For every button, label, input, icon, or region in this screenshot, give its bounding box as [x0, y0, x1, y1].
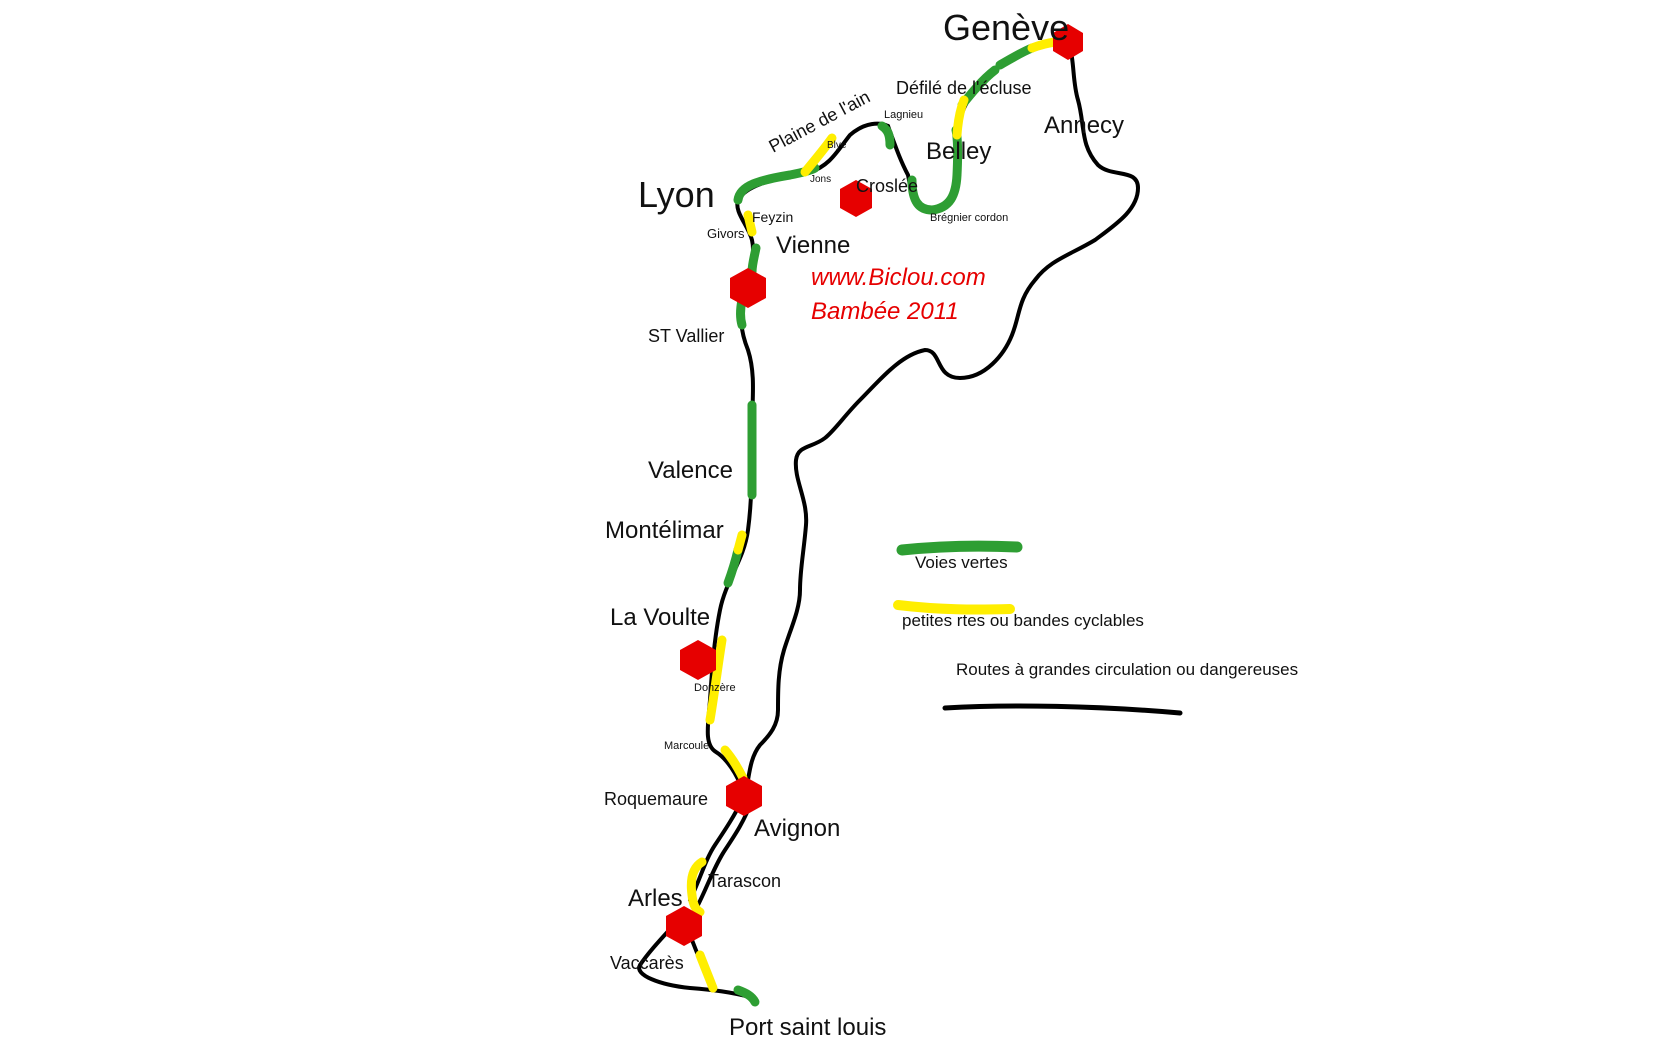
stop-marker-geneve	[1053, 24, 1083, 60]
site-subtitle: Bambée 2011	[811, 298, 959, 325]
label-lyon: Lyon	[638, 174, 715, 215]
cyclelane-arles-south	[695, 950, 718, 993]
label-avignon: Avignon	[754, 815, 840, 842]
stop-marker-vienne	[730, 268, 766, 308]
cyclelane-montelimar	[733, 530, 747, 555]
label-bregnier-cordon: Brégnier cordon	[930, 212, 1008, 224]
legend-swatch-main-road	[942, 703, 1183, 716]
stop-marker-roquemaure	[726, 776, 762, 816]
legend: Voies vertes petites rtes ou bandes cycl…	[893, 540, 1298, 716]
label-plaine-de-lain: Plaine de l'ain	[765, 87, 873, 157]
greenway-geneve	[995, 43, 1037, 70]
greenway-lagnieu	[877, 121, 895, 150]
site-url: www.Biclou.com	[811, 264, 986, 291]
greenway-port-saint-louis	[733, 985, 760, 1007]
label-donzere: Donzère	[694, 682, 736, 694]
label-croslee: Croslée	[856, 176, 918, 196]
cyclelane-belley	[952, 95, 969, 140]
site-watermark: www.Biclou.com Bambée 2011	[811, 264, 986, 325]
label-tarascon: Tarascon	[708, 871, 781, 891]
legend-label-small-roads: petites rtes ou bandes cyclables	[902, 611, 1144, 630]
route-camargue	[637, 916, 752, 999]
cyclelane-blye	[800, 133, 837, 177]
label-arles: Arles	[628, 885, 683, 912]
route-east-loop	[746, 40, 1140, 782]
route-avignon-tarascon-a	[688, 798, 744, 902]
label-roquemaure: Roquemaure	[604, 789, 708, 809]
label-valence: Valence	[648, 457, 733, 484]
label-annecy: Annecy	[1044, 112, 1124, 139]
legend-label-greenways: Voies vertes	[915, 553, 1008, 572]
label-marcoule: Marcoule	[664, 740, 709, 752]
cyclelane-feyzin	[743, 210, 757, 237]
label-feyzin: Feyzin	[752, 209, 793, 225]
label-la-voulte: La Voulte	[610, 604, 710, 631]
legend-swatch-cycle-lane	[893, 600, 1015, 615]
stop-marker-croslee	[840, 180, 872, 217]
label-jons: Jons	[810, 174, 831, 185]
label-belley: Belley	[926, 138, 991, 165]
label-st-vallier: ST Vallier	[648, 326, 724, 346]
label-geneve: Genève	[943, 7, 1069, 48]
legend-label-main-roads: Routes à grandes circulation ou dangereu…	[956, 660, 1298, 679]
cyclelane-donzere	[705, 635, 727, 725]
small-place-labels: Lagnieu Blye Jons Brégnier cordon Donzèr…	[664, 109, 1008, 752]
label-montelimar: Montélimar	[605, 517, 724, 544]
stop-marker-arles	[666, 906, 702, 946]
label-defile-de-lecluse: Défilé de l'écluse	[896, 78, 1032, 98]
stop-markers	[666, 24, 1083, 946]
cyclelane-marcoule	[720, 745, 748, 783]
greenway-belley-bregnier	[907, 125, 963, 215]
stop-marker-la-voulte	[680, 640, 716, 680]
greenway-montelimar	[723, 545, 743, 588]
cyclelane-tarascon	[686, 857, 707, 917]
city-labels: Genève Annecy Belley Lyon Vienne ST Vall…	[604, 7, 1124, 1041]
label-vienne: Vienne	[776, 232, 850, 259]
label-blye: Blye	[827, 140, 847, 151]
route-avignon-tarascon-b	[696, 798, 754, 907]
legend-swatch-greenway	[896, 540, 1023, 556]
label-givors: Givors	[707, 226, 745, 241]
label-lagnieu: Lagnieu	[884, 109, 923, 121]
label-vaccares: Vaccarès	[610, 953, 684, 973]
greenway-vienne	[747, 243, 761, 277]
label-port-saint-louis: Port saint louis	[729, 1014, 886, 1041]
